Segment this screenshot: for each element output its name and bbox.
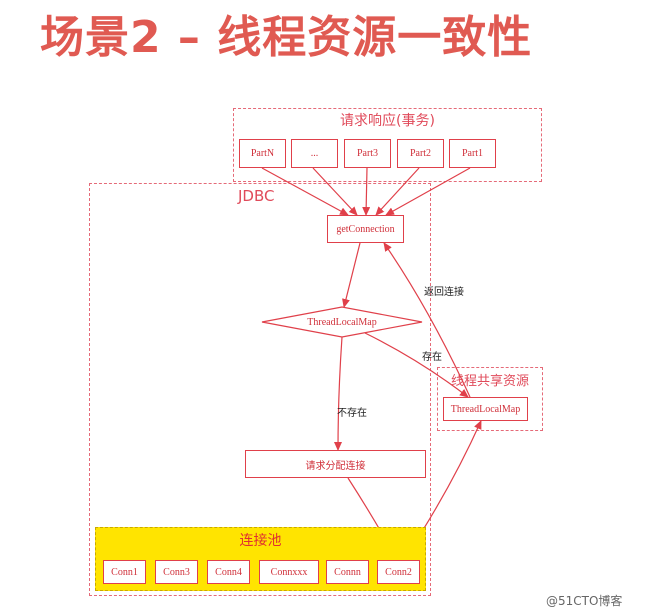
watermark: @51CTO博客	[546, 594, 623, 608]
conn-3-node: Conn3	[155, 560, 198, 584]
get-connection-node: getConnection	[327, 215, 404, 243]
edge-threadlocal-exists	[364, 332, 469, 398]
edge-part2-getconnection	[375, 167, 420, 216]
edge-ellipsis-getconnection	[312, 167, 358, 216]
edge-part1-getconnection	[385, 167, 471, 216]
part-n-node: PartN	[239, 139, 286, 168]
shared-threadlocal-node: ThreadLocalMap	[443, 397, 528, 421]
part-3-node: Part3	[344, 139, 391, 168]
conn-n-node: Connn	[326, 560, 369, 584]
request-alloc-node: 请求分配连接	[245, 450, 426, 478]
part-1-node: Part1	[449, 139, 496, 168]
part-2-node: Part2	[397, 139, 444, 168]
edge-partn-getconnection	[261, 167, 349, 216]
page-title: 场景2 – 线程资源一致性	[40, 12, 533, 63]
request-group-label: 请求响应(事务)	[340, 113, 435, 129]
part-ellipsis-node: ...	[291, 139, 338, 168]
conn-1-node: Conn1	[103, 560, 146, 584]
edge-label-return-conn: 返回连接	[424, 287, 464, 298]
conn-xxx-node: Connxxx	[259, 560, 319, 584]
conn-4-node: Conn4	[207, 560, 250, 584]
threadlocal-decision-label: ThreadLocalMap	[307, 316, 377, 328]
connection-pool-label: 连接池	[239, 533, 282, 549]
edge-label-exists: 存在	[422, 352, 442, 363]
edge-getconnection-threadlocal	[342, 242, 361, 308]
jdbc-group	[89, 183, 431, 596]
edge-shared-return-getconnection	[383, 242, 471, 398]
shared-resource-group	[437, 367, 543, 431]
conn-2-node: Conn2	[377, 560, 420, 584]
edge-threadlocal-not-exists	[334, 336, 343, 451]
jdbc-label: JDBC	[238, 187, 275, 205]
edge-label-not-exists: 不存在	[337, 408, 367, 419]
shared-resource-label: 线程共享资源	[450, 374, 529, 389]
request-group	[233, 108, 542, 182]
edge-part3-getconnection	[362, 167, 371, 216]
